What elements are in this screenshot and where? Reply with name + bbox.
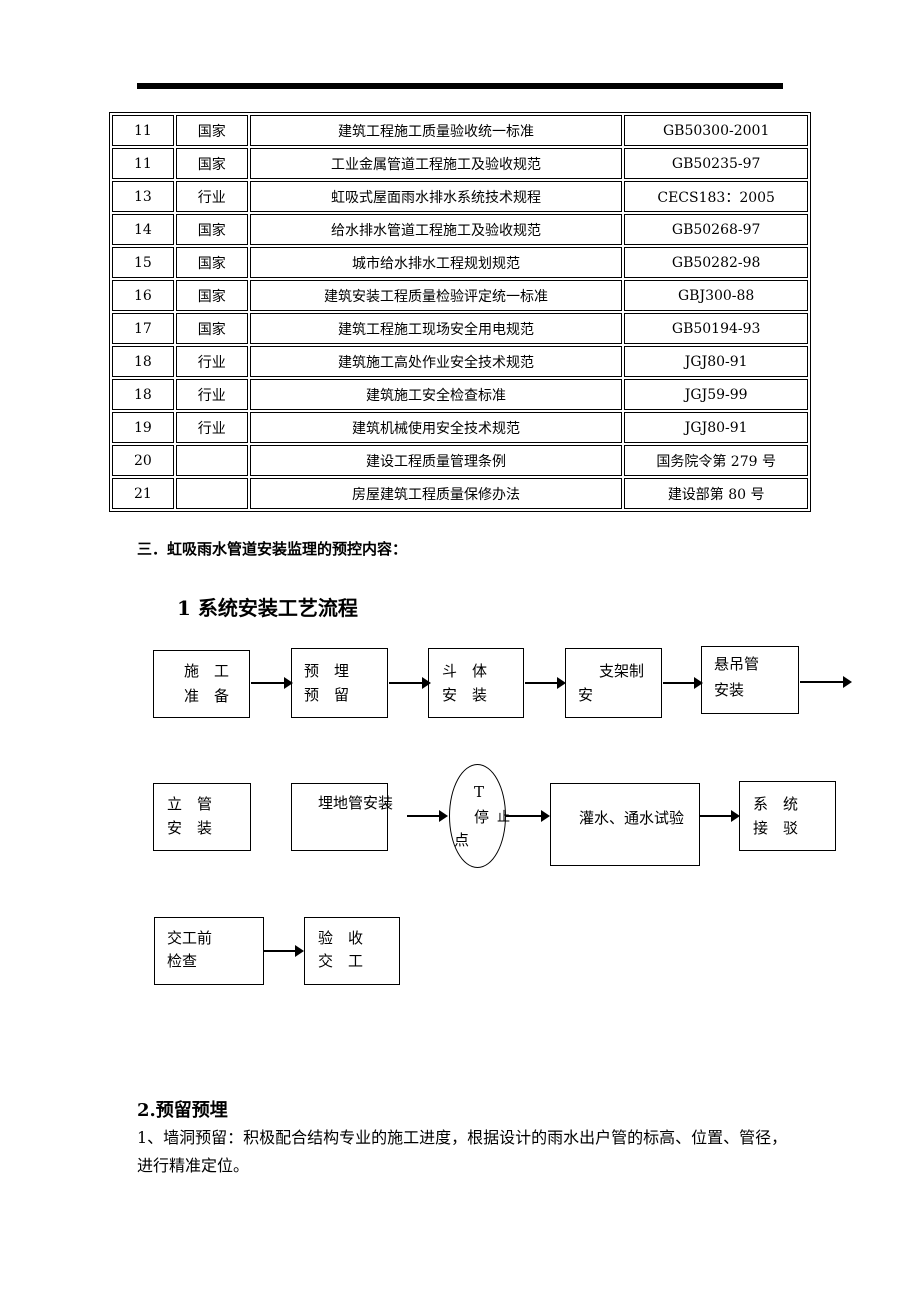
- standard-code: JGJ59-99: [624, 379, 808, 410]
- row-number: 16: [112, 280, 174, 311]
- standard-name: 房屋建筑工程质量保修办法: [249, 478, 623, 509]
- flow-box-pre-handover: 交工前 检查: [154, 917, 264, 985]
- standard-code: GB50194-93: [624, 313, 808, 344]
- row-level: 国家: [175, 313, 248, 344]
- standard-code: CECS183：2005: [624, 181, 808, 212]
- body-paragraph: 1、墙洞预留：积极配合结构专业的施工进度，根据设计的雨水出户管的标高、位置、管径…: [137, 1128, 788, 1175]
- row-number: 11: [112, 148, 174, 179]
- flow-heading: 1 系统安装工艺流程: [177, 596, 358, 620]
- standard-name: 建设工程质量管理条例: [249, 445, 623, 476]
- standard-name: 建筑工程施工现场安全用电规范: [249, 313, 623, 344]
- row-number: 11: [112, 115, 174, 146]
- flow-box-acceptance: 验 收 交 工: [304, 917, 400, 985]
- standard-name: 建筑工程施工质量验收统一标准: [249, 115, 623, 146]
- flow-stop-point: T 停 止 点: [449, 764, 510, 868]
- standard-code: 国务院令第 279 号: [624, 445, 808, 476]
- flow-box-underground: 埋地管安装: [291, 783, 393, 851]
- standard-name: 建筑施工高处作业安全技术规范: [249, 346, 623, 377]
- row-number: 19: [112, 412, 174, 443]
- flow-box-prep: 施 工 准 备: [153, 650, 250, 718]
- row-level: 行业: [175, 181, 248, 212]
- flow-box-bucket: 斗 体 安 装: [428, 648, 524, 718]
- flow-arrow: [700, 810, 740, 822]
- standard-code: GBJ300-88: [624, 280, 808, 311]
- row-number: 15: [112, 247, 174, 278]
- row-number: 17: [112, 313, 174, 344]
- standard-name: 建筑施工安全检查标准: [249, 379, 623, 410]
- flow-arrow: [663, 677, 703, 689]
- flow-arrow: [407, 810, 448, 822]
- row-level: 国家: [175, 280, 248, 311]
- flow-arrow: [264, 945, 304, 957]
- standard-name: 虹吸式屋面雨水排水系统技术规程: [249, 181, 623, 212]
- table-row: 20 建设工程质量管理条例国务院令第 279 号: [112, 445, 808, 476]
- standard-code: 建设部第 80 号: [624, 478, 808, 509]
- flow-box-embed: 预 埋 预 留: [291, 648, 388, 718]
- standard-code: JGJ80-91: [624, 412, 808, 443]
- row-level: 国家: [175, 247, 248, 278]
- flow-arrow: [800, 676, 852, 688]
- row-level: 国家: [175, 115, 248, 146]
- flow-box-suspended: 悬吊管 安装: [701, 646, 799, 714]
- row-level: [175, 445, 248, 476]
- standard-code: GB50282-98: [624, 247, 808, 278]
- row-number: 14: [112, 214, 174, 245]
- standard-name: 建筑机械使用安全技术规范: [249, 412, 623, 443]
- flow-arrow: [506, 810, 550, 822]
- standard-name: 城市给水排水工程规划规范: [249, 247, 623, 278]
- row-level: [175, 478, 248, 509]
- flow-arrow: [251, 677, 293, 689]
- section-2-heading: 2.预留预埋: [137, 1100, 228, 1121]
- flow-box-bracket: 支架制 安: [565, 648, 662, 718]
- flow-box-riser: 立 管 安 装: [153, 783, 251, 851]
- standard-name: 建筑安装工程质量检验评定统一标准: [249, 280, 623, 311]
- standard-name: 给水排水管道工程施工及验收规范: [249, 214, 623, 245]
- flow-arrow: [389, 677, 431, 689]
- header-rule: [137, 83, 783, 89]
- row-number: 18: [112, 346, 174, 377]
- flow-box-water-test: 灌水、通水试验: [550, 783, 700, 866]
- row-level: 国家: [175, 148, 248, 179]
- standard-code: GB50300-2001: [624, 115, 808, 146]
- section-3-title: 三．虹吸雨水管道安装监理的预控内容：: [137, 540, 408, 558]
- row-number: 13: [112, 181, 174, 212]
- standard-code: GB50268-97: [624, 214, 808, 245]
- table-row: 21 房屋建筑工程质量保修办法建设部第 80 号: [112, 478, 808, 509]
- flow-box-connect: 系 统 接 驳: [739, 781, 836, 851]
- standard-code: JGJ80-91: [624, 346, 808, 377]
- row-level: 行业: [175, 379, 248, 410]
- standard-name: 工业金属管道工程施工及验收规范: [249, 148, 623, 179]
- row-level: 国家: [175, 214, 248, 245]
- row-level: 行业: [175, 346, 248, 377]
- row-number: 21: [112, 478, 174, 509]
- flow-arrow: [525, 677, 566, 689]
- row-number: 18: [112, 379, 174, 410]
- row-number: 20: [112, 445, 174, 476]
- row-level: 行业: [175, 412, 248, 443]
- standard-code: GB50235-97: [624, 148, 808, 179]
